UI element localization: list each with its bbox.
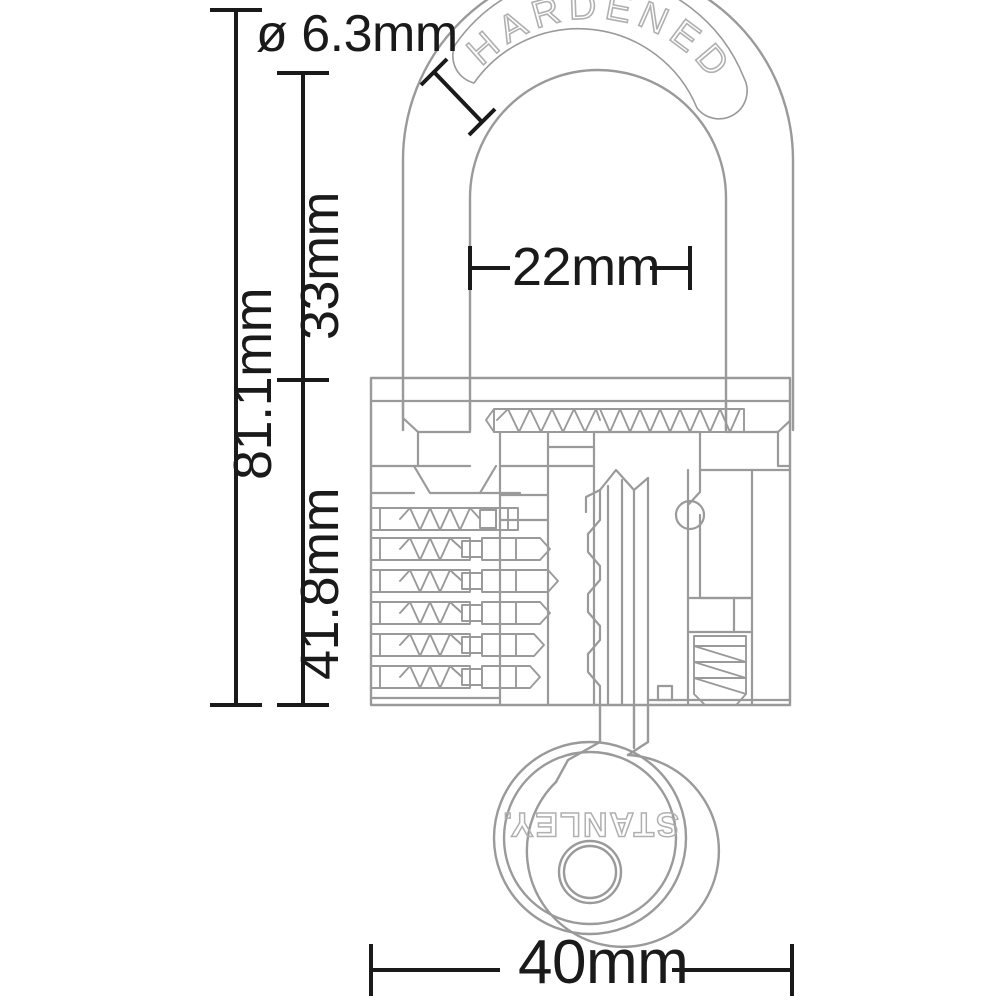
dimension-line-body-height [277,378,329,707]
stanley-brand-text: STANLEY. [501,805,679,843]
key-blade [584,468,650,705]
dimension-line-shackle-inner-width [468,246,692,290]
key [492,703,721,949]
dimension-label-body-width: 40mm [518,928,689,997]
locking-bolt [674,468,754,705]
dimension-label-shackle-inner-width: 22mm [512,237,661,297]
dimension-label-total-height: 81.1mm [223,287,283,480]
stanley-brand-text-group: STANLEY. [500,804,679,844]
dimension-line-shackle-clearance-height [277,71,329,380]
lock-body [369,376,792,707]
hardened-stamp-outline [452,0,748,120]
body-spring [496,408,601,433]
body-lower-detail [371,684,790,702]
pin-tumbler-stack [371,507,559,689]
hardened-stamp-text-group: HARDENED [459,0,735,91]
body-top-shelf [371,399,790,495]
dimension-label-shackle-diameter: ø 6.3mm [256,5,458,63]
shackle [401,0,795,432]
bolt-spring [693,635,747,705]
dimension-leader-shackle-diameter [419,57,497,137]
dimension-line-total-height [210,8,262,707]
dimension-line-body-width [369,944,794,996]
dimension-label-body-height: 41.8mm [290,487,350,680]
dimension-label-shackle-clearance-height: 33mm [290,191,350,340]
keyring-hole [557,839,623,905]
